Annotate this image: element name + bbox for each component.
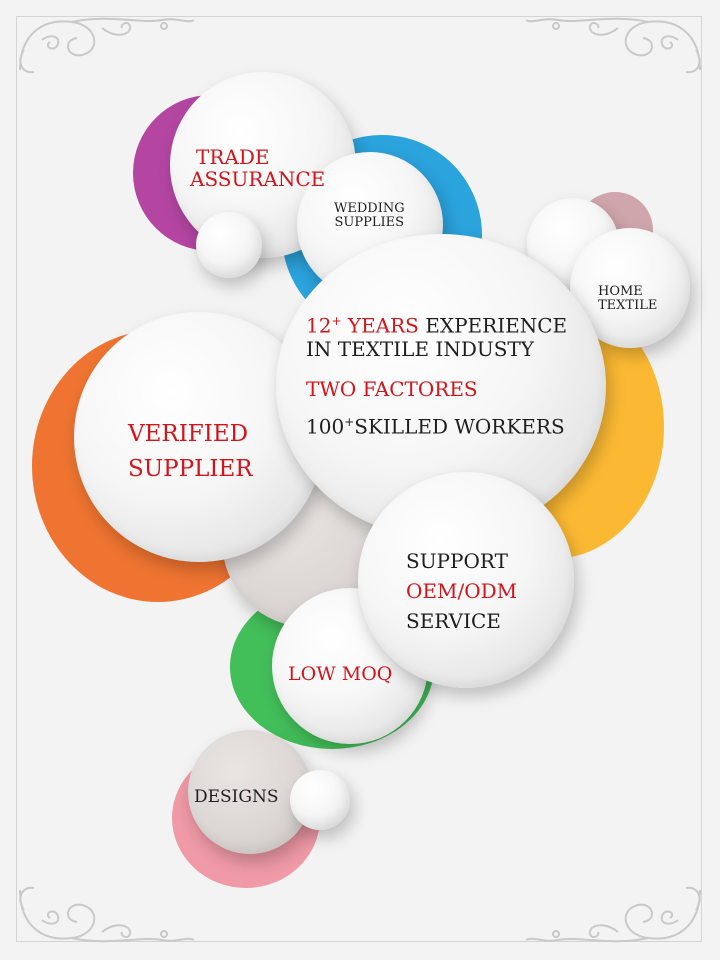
factories-line: TWO FACTORES bbox=[306, 376, 478, 401]
flourish-ornament-icon bbox=[19, 17, 195, 74]
experience-word: EXPERIENCE bbox=[418, 313, 568, 338]
flourish-ornament-icon bbox=[525, 17, 701, 74]
small-circle-bottom bbox=[290, 770, 350, 830]
support-circle bbox=[358, 472, 574, 688]
verified-supplier-label: VERIFIED SUPPLIER bbox=[128, 417, 253, 486]
verified-line-1: VERIFIED bbox=[128, 421, 249, 447]
wedding-line-2: SUPPLIES bbox=[334, 215, 405, 231]
flourish-ornament-icon bbox=[19, 886, 195, 943]
low-moq-label: LOW MOQ bbox=[288, 663, 393, 685]
home-line-2: TEXTILE bbox=[598, 298, 658, 314]
workers-plus: + bbox=[344, 415, 355, 430]
workers-word: SKILLED WORKERS bbox=[354, 415, 565, 440]
designs-label: DESIGNS bbox=[194, 787, 279, 807]
trade-line-1: TRADE bbox=[196, 145, 270, 169]
years-number: 12 bbox=[306, 313, 332, 338]
support-line-1: SUPPORT bbox=[406, 549, 508, 573]
wedding-line-1: WEDDING bbox=[334, 201, 405, 216]
small-circle-left bbox=[196, 212, 262, 278]
experience-line: 12+ YEARS EXPERIENCE bbox=[306, 315, 567, 337]
support-line-2: OEM/ODM bbox=[406, 579, 518, 603]
page-border bbox=[16, 16, 702, 942]
support-line-3: SERVICE bbox=[406, 609, 501, 633]
support-label: SUPPORT OEM/ODM SERVICE bbox=[406, 546, 517, 636]
years-word: YEARS bbox=[341, 313, 419, 338]
workers-number: 100 bbox=[306, 415, 345, 440]
main-info-text: 12+ YEARS EXPERIENCE IN TEXTILE INDUSTY … bbox=[306, 315, 567, 439]
home-line-1: HOME bbox=[598, 284, 643, 299]
verified-line-2: SUPPLIER bbox=[128, 455, 253, 482]
industry-line: IN TEXTILE INDUSTY bbox=[306, 337, 534, 362]
trade-line-2: ASSURANCE bbox=[190, 166, 326, 191]
home-textile-label: HOME TEXTILE bbox=[598, 284, 658, 314]
flourish-ornament-icon bbox=[525, 886, 701, 943]
workers-line: 100+SKILLED WORKERS bbox=[306, 416, 567, 438]
wedding-supplies-label: WEDDING SUPPLIES bbox=[334, 201, 405, 231]
years-plus: + bbox=[331, 314, 342, 328]
trade-assurance-label: TRADE ASSURANCE bbox=[190, 145, 326, 191]
